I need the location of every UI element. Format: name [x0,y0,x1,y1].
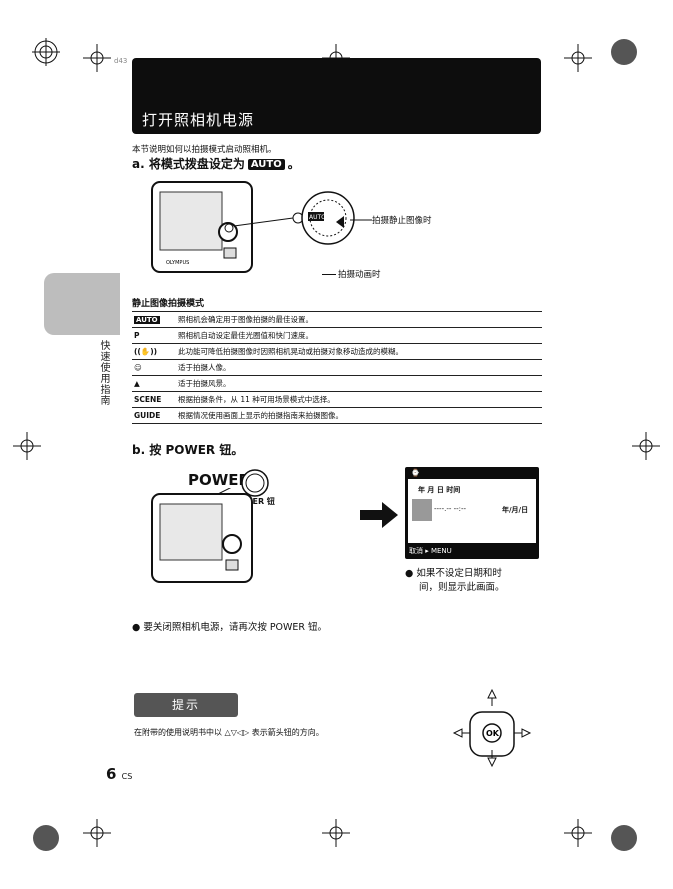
auto-mode-icon: AUTO [134,316,160,324]
power-big-label: POWER [188,471,251,489]
camera-dial-illustration: OLYMPUS AUTO [151,181,355,273]
callout-movie: 拍摄动画时 [338,270,381,280]
title-banner [132,58,541,134]
screen-format: 年/月/日 [502,506,529,514]
callout-still: 拍摄静止图像时 [372,216,432,226]
table-row: ((✋))此功能可降低拍摄图像时因照相机晃动或拍摄对象移动造成的模糊。 [132,343,542,360]
guide-mode-icon: GUIDE [132,407,176,424]
screen-header: 年 月 日 时间 [418,486,461,494]
screen-values: ----.-- --:-- [434,505,467,513]
callout-movie-line [322,274,336,275]
hint-text: 在附带的使用说明书中以 △▽◁▷ 表示箭头钮的方向。 [134,728,324,737]
step-b: b. 按 POWER 钮。 [132,443,244,457]
screen-note: ● 如果不设定日期和时 间，则显示此画面。 [405,568,505,593]
power-button-icon [241,469,269,497]
section-title: 静止图像拍摄模式 [132,299,205,309]
header-code: d43 [114,57,128,65]
side-tab [44,273,120,335]
camera-brand: OLYMPUS [166,260,189,266]
ok-label: OK [486,729,500,738]
hint-title: 提示 [134,693,238,717]
date-setting-screen: ⌚ 年 月 日 时间 ----.-- --:-- 年/月/日 取消 ▸ MENU [405,467,539,559]
side-tab-label: 快速使用指南 [98,340,109,406]
screen-top-icon: ⌚ [411,469,420,477]
table-row: ▲适于拍摄风景。 [132,375,542,392]
camera-power-illustration [151,488,253,583]
image-stabilization-icon: ((✋)) [132,343,176,360]
page-number: 6 CS [106,765,133,783]
scene-mode-icon: SCENE [132,391,176,408]
auto-badge: AUTO [247,159,285,170]
portrait-icon: ☺ [132,359,176,376]
arrow-pad-icon: OK [452,688,532,768]
callout-lines [350,219,372,221]
dial-auto-label: AUTO [309,214,326,221]
program-mode-icon: P [132,327,176,344]
power-off-note: ● 要关闭照相机电源，请再次按 POWER 钮。 [132,622,328,633]
page-title: 打开照相机电源 [142,111,255,129]
table-row: ☺适于拍摄人像。 [132,359,542,376]
screen-footer: 取消 ▸ MENU [409,547,452,555]
intro-text: 本节说明如何以拍摄模式启动照相机。 [132,145,277,155]
landscape-icon: ▲ [132,375,176,392]
arrow-right-icon [360,502,398,528]
year-selector [412,499,432,521]
